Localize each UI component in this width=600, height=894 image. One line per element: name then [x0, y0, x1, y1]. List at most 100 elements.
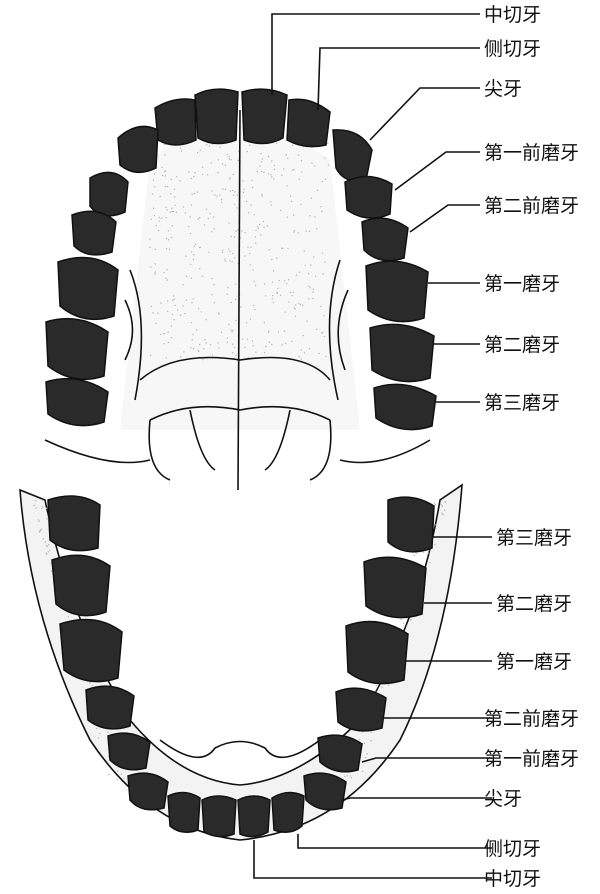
label-upper-first-premolar: 第一前磨牙 [484, 142, 579, 164]
stipple-dot [294, 230, 295, 231]
stipple-dot [150, 266, 151, 267]
stipple-dot [156, 225, 157, 226]
stipple-dot [46, 508, 47, 509]
stipple-dot [211, 162, 212, 163]
stipple-dot [434, 503, 435, 504]
stipple-dot [171, 211, 172, 212]
stipple-dot [190, 233, 191, 234]
stipple-dot [198, 351, 199, 352]
stipple-dot [117, 771, 118, 772]
stipple-dot [276, 292, 277, 293]
stipple-dot [257, 171, 258, 172]
stipple-dot [227, 338, 228, 339]
stipple-dot [165, 175, 166, 176]
stipple-dot [219, 194, 220, 195]
stipple-dot [165, 186, 166, 187]
stipple-dot [251, 180, 252, 181]
stipple-dot [234, 257, 235, 258]
leader-lower-lateral-incisor [298, 834, 492, 848]
upper-tooth [195, 89, 238, 143]
stipple-dot [222, 250, 223, 251]
stipple-dot [171, 208, 172, 209]
stipple-dot [155, 271, 156, 272]
stipple-dot [441, 504, 442, 505]
stipple-dot [252, 269, 253, 270]
label-lower-first-premolar: 第一前磨牙 [484, 748, 579, 770]
stipple-dot [261, 194, 262, 195]
stipple-dot [347, 775, 348, 776]
stipple-dot [192, 194, 193, 195]
lower-tooth [346, 622, 408, 684]
stipple-dot [271, 344, 272, 345]
stipple-dot [49, 550, 50, 551]
stipple-dot [164, 171, 165, 172]
stipple-dot [291, 341, 292, 342]
stipple-dot [298, 154, 299, 155]
stipple-dot [168, 332, 169, 333]
stipple-dot [254, 281, 255, 282]
stipple-dot [271, 204, 272, 205]
stipple-dot [211, 278, 212, 279]
stipple-dot [314, 165, 315, 166]
stipple-dot [231, 331, 232, 332]
leader-lower-canine [342, 798, 492, 800]
stipple-dot [221, 202, 222, 203]
stipple-dot [180, 180, 181, 181]
stipple-dot [168, 230, 169, 231]
stipple-dot [310, 264, 311, 265]
stipple-dot [224, 259, 225, 260]
stipple-dot [261, 171, 262, 172]
stipple-dot [183, 206, 184, 207]
stipple-dot [221, 199, 222, 200]
stipple-dot [216, 196, 217, 197]
stipple-dot [429, 562, 430, 563]
stipple-dot [444, 509, 445, 510]
stipple-dot [42, 506, 43, 507]
stipple-dot [157, 313, 158, 314]
stipple-dot [230, 159, 231, 160]
stipple-dot [273, 270, 274, 271]
stipple-dot [155, 323, 156, 324]
stipple-dot [442, 514, 443, 515]
stipple-dot [263, 227, 264, 228]
stipple-dot [210, 344, 211, 345]
stipple-dot [318, 353, 319, 354]
stipple-dot [309, 348, 310, 349]
stipple-dot [255, 352, 256, 353]
stipple-dot [180, 148, 181, 149]
stipple-dot [206, 209, 207, 210]
stipple-dot [435, 524, 436, 525]
stipple-dot [174, 189, 175, 190]
stipple-dot [209, 145, 210, 146]
stipple-dot [265, 346, 266, 347]
stipple-dot [259, 166, 260, 167]
stipple-dot [163, 272, 164, 273]
lower-inner-outline [160, 740, 320, 757]
stipple-dot [362, 771, 363, 772]
label-lower-second-premolar: 第二前磨牙 [484, 708, 579, 730]
stipple-dot [160, 302, 161, 303]
stipple-dot [310, 287, 311, 288]
stipple-dot [212, 354, 213, 355]
stipple-dot [308, 273, 309, 274]
stipple-dot [250, 264, 251, 265]
stipple-dot [190, 264, 191, 265]
stipple-dot [304, 352, 305, 353]
stipple-dot [278, 280, 279, 281]
stipple-dot [164, 154, 165, 155]
stipple-dot [151, 306, 152, 307]
label-upper-lateral-incisor: 侧切牙 [484, 38, 541, 60]
stipple-dot [212, 294, 213, 295]
stipple-dot [288, 279, 289, 280]
stipple-dot [316, 329, 317, 330]
stipple-dot [191, 251, 192, 252]
stipple-dot [271, 176, 272, 177]
lower-tooth [304, 773, 346, 810]
stipple-dot [165, 217, 166, 218]
stipple-dot [299, 179, 300, 180]
stipple-dot [42, 500, 43, 501]
stipple-dot [260, 153, 261, 154]
stipple-dot [214, 302, 215, 303]
stipple-dot [117, 779, 118, 780]
upper-tooth [90, 172, 128, 215]
